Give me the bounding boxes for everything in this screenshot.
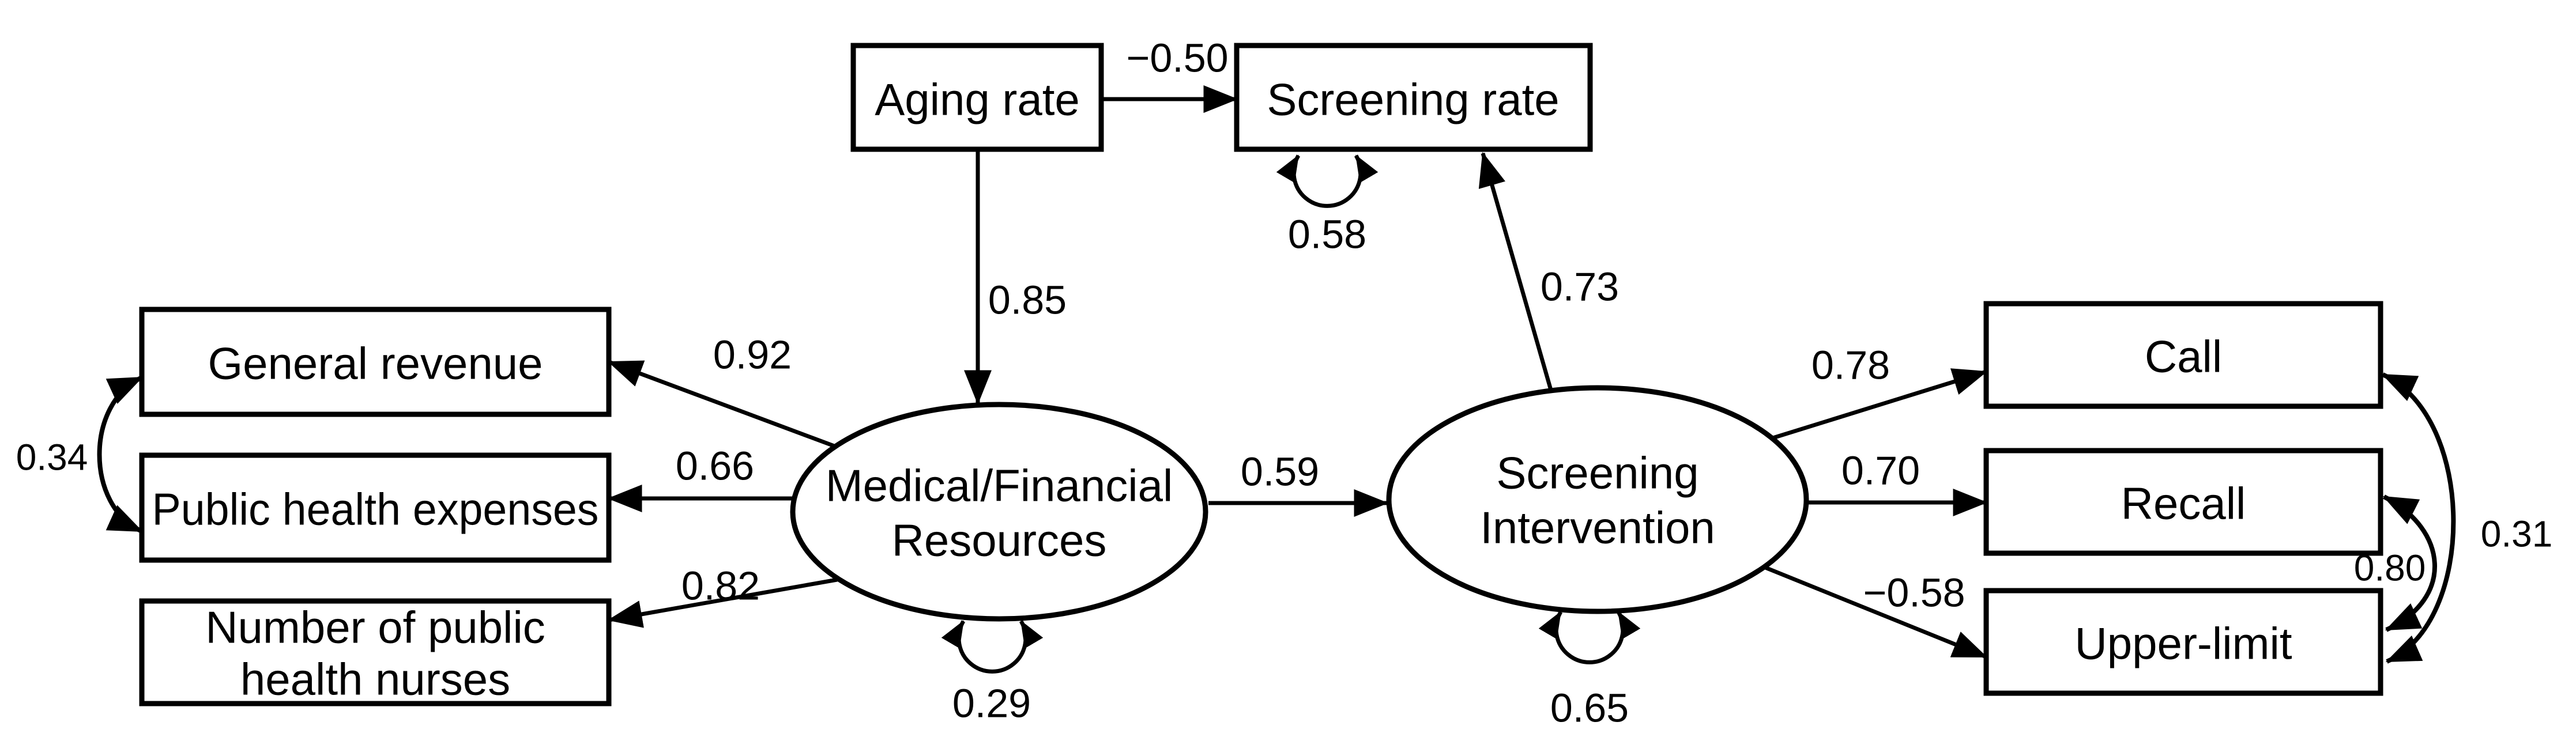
edge-resources-to-public-health-nurses <box>607 577 838 628</box>
node-general-revenue-label: General revenue <box>208 338 543 388</box>
error-variance-intervention-label: 0.65 <box>1550 686 1629 731</box>
node-screening-rate-box <box>1234 43 1593 152</box>
covariance-recall-upper-limit-label: 0.80 <box>2354 547 2426 588</box>
node-public-health-nurses-label-line1: Number of public <box>205 602 545 652</box>
coefficient-resources-to-nurses: 0.82 <box>681 564 760 609</box>
node-recall-box <box>1983 448 2383 556</box>
coefficient-intervention-to-screening-rate: 0.73 <box>1541 264 1619 309</box>
covariance-arc-call-upper-limit <box>2381 372 2456 664</box>
coefficient-aging-to-screening-rate: −0.50 <box>1126 36 1228 81</box>
covariance-general-revenue-expenses-label: 0.34 <box>16 436 88 478</box>
edge-intervention-to-call <box>1772 368 1988 440</box>
coefficient-intervention-to-call: 0.78 <box>1812 343 1890 388</box>
node-public-health-expenses-label: Public health expenses <box>152 483 599 534</box>
error-loop-screening-rate <box>1276 154 1379 208</box>
node-recall-label: Recall <box>2121 478 2246 528</box>
covariance-call-upper-limit-label: 0.31 <box>2481 513 2553 554</box>
node-call-label: Call <box>2145 331 2222 381</box>
coefficient-resources-to-intervention: 0.59 <box>1241 449 1319 494</box>
node-medical-financial-resources-label-line2: Resources <box>892 515 1107 565</box>
node-public-health-nurses-label-line2: health nurses <box>240 653 510 704</box>
node-screening-rate-label: Screening rate <box>1267 74 1559 124</box>
node-screening-intervention-label-line1: Screening <box>1496 447 1698 498</box>
node-public-health-nurses-box <box>139 598 612 706</box>
coefficient-aging-to-resources: 0.85 <box>988 278 1067 323</box>
node-medical-financial-resources-label-line1: Medical/Financial <box>826 460 1173 511</box>
node-upper-limit-label: Upper-limit <box>2074 618 2292 668</box>
node-screening-intervention-label-line2: Intervention <box>1480 502 1715 553</box>
coefficient-resources-to-general-revenue: 0.92 <box>713 332 792 377</box>
node-medical-financial-resources-ellipse <box>790 402 1208 622</box>
node-screening-intervention-ellipse <box>1386 385 1809 614</box>
covariance-arc-recall-upper-limit <box>2382 494 2437 632</box>
coefficient-intervention-to-upper-limit: −0.58 <box>1863 570 1965 615</box>
edge-intervention-to-upper-limit <box>1764 565 1988 659</box>
edge-intervention-to-screening-rate <box>1478 152 1553 391</box>
node-call-box <box>1983 301 2383 409</box>
error-loop-screening-intervention <box>1538 611 1641 664</box>
error-loop-medical-financial-resources <box>941 620 1044 674</box>
coefficient-resources-to-expenses: 0.66 <box>676 444 754 489</box>
error-variance-resources-label: 0.29 <box>952 681 1031 726</box>
edge-resources-to-general-revenue <box>607 360 835 448</box>
covariance-arc-general-revenue-expenses <box>97 375 144 534</box>
node-aging-rate-label: Aging rate <box>875 74 1080 124</box>
error-variance-screening-rate-label: 0.58 <box>1288 212 1366 257</box>
node-aging-rate-box <box>850 43 1104 152</box>
coefficient-intervention-to-recall: 0.70 <box>1841 448 1920 493</box>
node-general-revenue-box <box>139 307 612 417</box>
